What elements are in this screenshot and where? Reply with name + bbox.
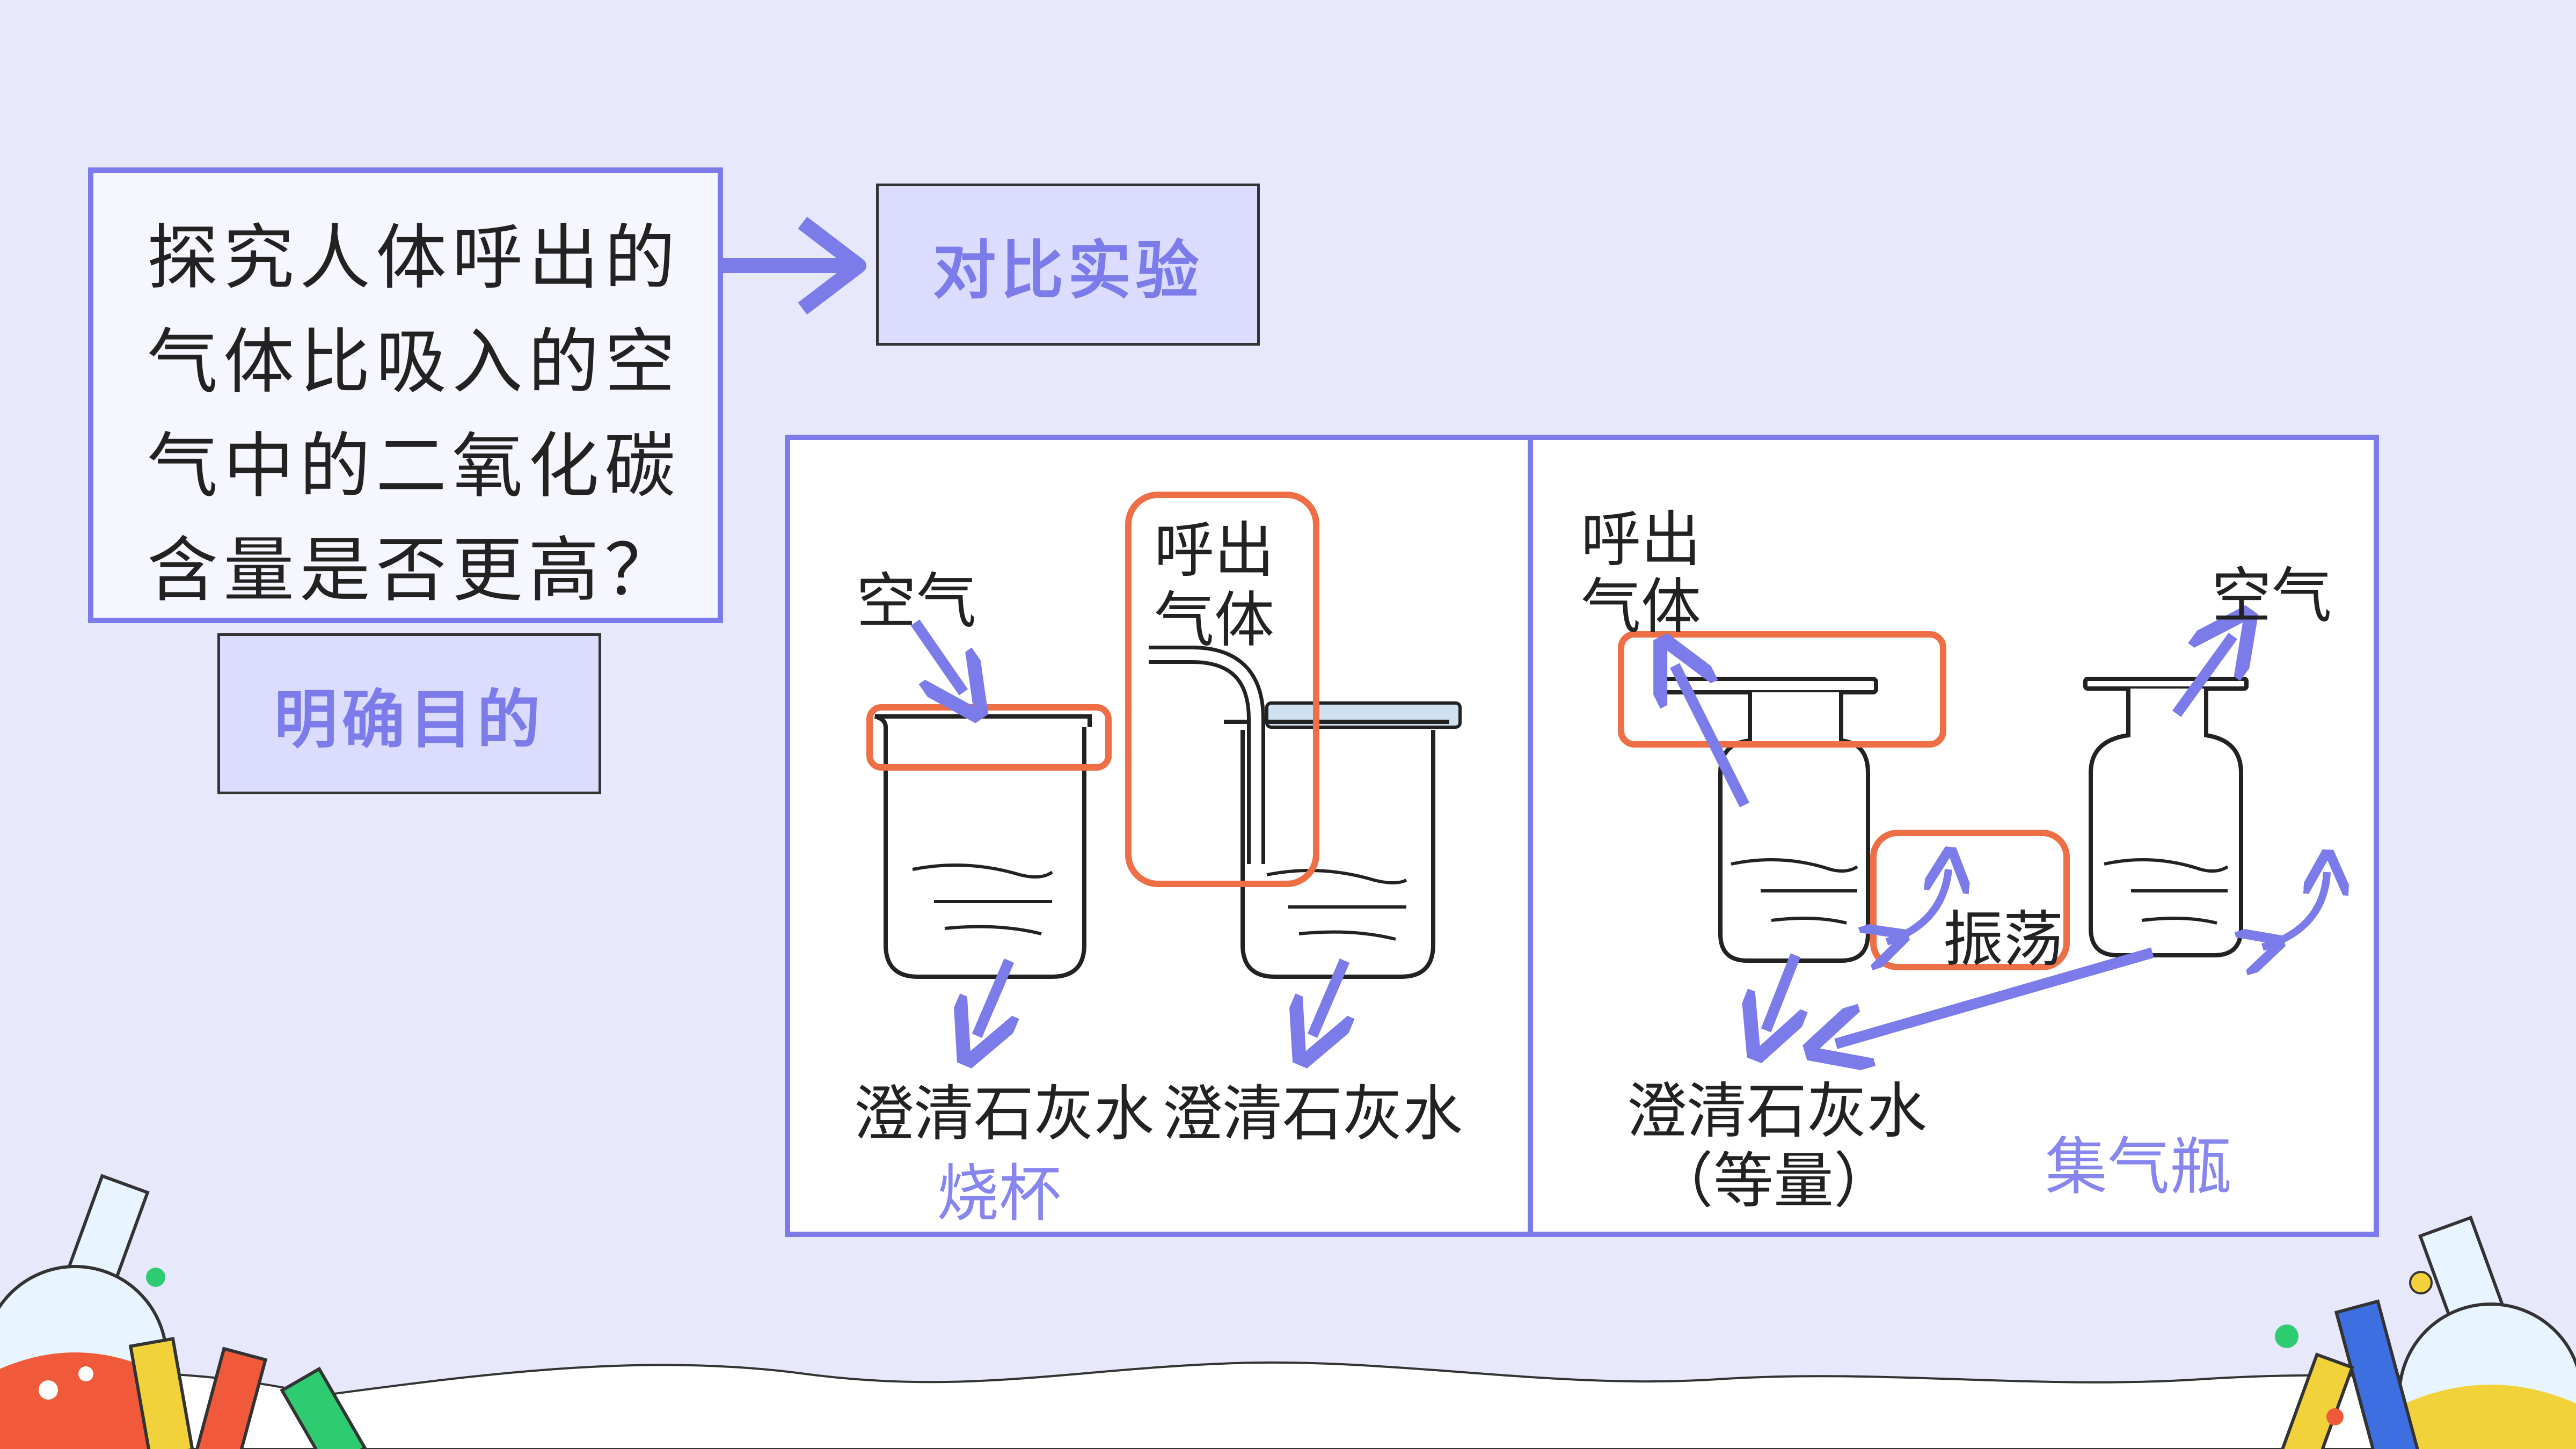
question-line: 气体比吸入的空 — [147, 321, 681, 404]
method-tag: 对比实验 — [876, 184, 1260, 346]
limewater-label-left: 澄清石灰水 — [853, 1079, 1154, 1149]
bottle-limewater-label: 澄清石灰水 — [1626, 1077, 1927, 1146]
purpose-tag: 明确目的 — [217, 633, 601, 794]
exhaled-up-arrow-icon — [1675, 665, 1749, 808]
equal-amount-label: （等量） — [1653, 1146, 1894, 1216]
exhaled-gas-highlight — [1125, 492, 1319, 887]
limewater-arrow-icon — [1312, 958, 1345, 1036]
exhaled-gas-label-line1: 呼出 — [1154, 516, 1274, 586]
purpose-tag-label: 明确目的 — [274, 682, 545, 757]
panel-divider — [1528, 435, 1533, 1237]
beaker-name-label: 烧杯 — [937, 1158, 1061, 1230]
gas-bottle-exhaled — [1654, 677, 1878, 963]
bottle-name-label: 集气瓶 — [2045, 1131, 2232, 1203]
exhaled-gas-label-line2: 气体 — [1154, 586, 1274, 655]
bottle-mouth-highlight — [1618, 631, 1946, 748]
bottle-air-label: 空气 — [2212, 561, 2332, 631]
limewater-arrow-icon — [1836, 947, 2154, 1044]
right-lab-glassware-icon — [2275, 1216, 2576, 1449]
method-tag-label: 对比实验 — [932, 233, 1203, 308]
shake-curved-arrow-icon — [2263, 872, 2327, 947]
limewater-label-right: 澄清石灰水 — [1162, 1079, 1463, 1149]
air-arrow-icon — [910, 619, 964, 692]
question-line: 含量是否更高？ — [147, 529, 681, 612]
shake-curved-arrow-icon — [1887, 869, 1949, 942]
right-arrow-icon — [722, 216, 866, 315]
limewater-arrow-icon — [977, 958, 1009, 1036]
left-lab-glassware-icon — [0, 1174, 367, 1449]
beaker-air — [874, 714, 1092, 979]
question-box: 探究人体呼出的 气体比吸入的空 气中的二氧化碳 含量是否更高？ — [88, 167, 723, 623]
bottle-exhaled-label-line2: 气体 — [1581, 572, 1701, 642]
limewater-arrow-icon — [1766, 953, 1796, 1030]
bottle-exhaled-label-line1: 呼出 — [1581, 505, 1701, 575]
question-text: 探究人体呼出的 气体比吸入的空 气中的二氧化碳 含量是否更高？ — [147, 206, 695, 623]
air-label: 空气 — [856, 567, 976, 636]
air-up-arrow-icon — [2172, 636, 2233, 717]
question-line: 探究人体呼出的 — [147, 217, 681, 299]
gas-bottle-air — [2083, 677, 2249, 957]
shake-label: 振荡 — [1943, 905, 2063, 975]
question-line: 气中的二氧化碳 — [147, 425, 681, 508]
beaker-exhaled — [1149, 646, 1462, 979]
